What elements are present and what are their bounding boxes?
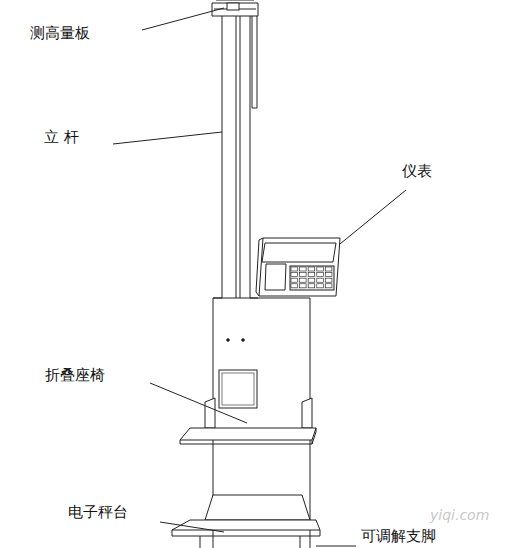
part-label: 折叠座椅 <box>45 366 105 384</box>
part-label: 可调解支脚 <box>361 527 436 545</box>
part-label: 立 杆 <box>44 128 79 146</box>
watermark: yiqi.com <box>430 507 489 524</box>
part-label: 测高量板 <box>30 24 90 42</box>
part-label: 电子秤台 <box>68 503 128 521</box>
part-label: 仪表 <box>402 162 432 180</box>
